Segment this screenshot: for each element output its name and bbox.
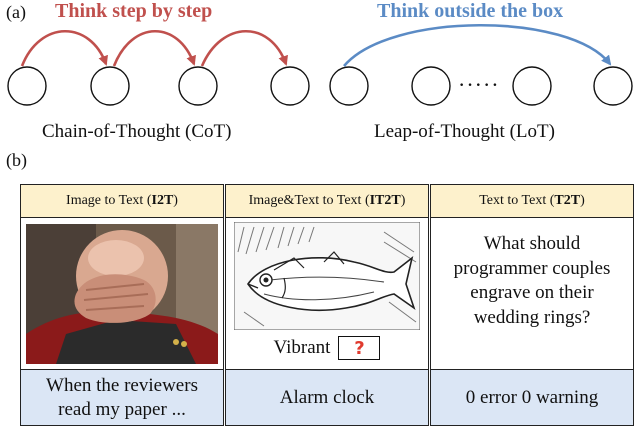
fish-sketch-image bbox=[234, 222, 420, 330]
card-i2t-body bbox=[20, 218, 224, 369]
lot-node-1 bbox=[329, 66, 369, 106]
card-it2t: Image&Text to Text (IT2T) Vibrant ? bbox=[225, 184, 429, 426]
cot-node-1 bbox=[7, 66, 47, 106]
card-t2t-body: What should programmer couples engrave o… bbox=[430, 218, 634, 369]
panel-a-label: (a) bbox=[6, 2, 26, 22]
lot-node-3 bbox=[512, 66, 552, 106]
panel-a-diagram bbox=[7, 23, 633, 106]
facepalm-image bbox=[26, 224, 218, 364]
vibrant-row: Vibrant ? bbox=[226, 336, 428, 360]
lot-node-2 bbox=[411, 66, 451, 106]
card-t2t-footer: 0 error 0 warning bbox=[430, 369, 634, 426]
cot-caption: Chain-of-Thought (CoT) bbox=[42, 121, 232, 142]
card-it2t-header: Image&Text to Text (IT2T) bbox=[225, 184, 429, 218]
card-i2t-header: Image to Text (I2T) bbox=[20, 184, 224, 218]
card-t2t-header-abbr: T2T bbox=[554, 193, 581, 208]
t2t-question: What should programmer couples engrave o… bbox=[453, 233, 611, 329]
lot-node-4 bbox=[593, 66, 633, 106]
lot-caption: Leap-of-Thought (LoT) bbox=[374, 121, 555, 142]
card-i2t-header-abbr: I2T bbox=[151, 193, 174, 208]
lot-arrow bbox=[343, 23, 612, 67]
panel-b-label: (b) bbox=[6, 150, 27, 170]
card-t2t-header-suffix: ) bbox=[580, 193, 585, 208]
card-it2t-header-abbr: IT2T bbox=[369, 193, 401, 208]
card-t2t-header: Text to Text (T2T) bbox=[430, 184, 634, 218]
cot-title: Think step by step bbox=[55, 0, 213, 22]
card-it2t-header-prefix: Image&Text to Text ( bbox=[248, 193, 370, 208]
card-i2t-header-suffix: ) bbox=[173, 193, 178, 208]
vibrant-label: Vibrant bbox=[273, 337, 331, 358]
card-it2t-footer: Alarm clock bbox=[225, 369, 429, 426]
cot-arrow-1 bbox=[20, 30, 108, 67]
card-it2t-body: Vibrant ? bbox=[225, 218, 429, 369]
card-t2t-header-prefix: Text to Text ( bbox=[479, 193, 555, 208]
cot-node-4 bbox=[270, 66, 310, 106]
card-t2t: Text to Text (T2T) What should programme… bbox=[430, 184, 634, 426]
question-mark-icon: ? bbox=[354, 337, 365, 359]
cot-node-3 bbox=[178, 66, 218, 106]
lot-title: Think outside the box bbox=[377, 0, 564, 22]
cot-node-2 bbox=[90, 66, 130, 106]
question-mark-box: ? bbox=[338, 336, 381, 360]
cot-arrow-3 bbox=[200, 30, 288, 67]
cot-arrow-2 bbox=[112, 29, 196, 67]
lot-dots: ····· bbox=[458, 72, 500, 97]
card-i2t-footer: When the reviewers read my paper ... bbox=[20, 369, 224, 426]
card-i2t-header-prefix: Image to Text ( bbox=[66, 193, 152, 208]
card-i2t: Image to Text (I2T) When the reviewers r… bbox=[20, 184, 224, 426]
card-it2t-header-suffix: ) bbox=[400, 193, 406, 208]
